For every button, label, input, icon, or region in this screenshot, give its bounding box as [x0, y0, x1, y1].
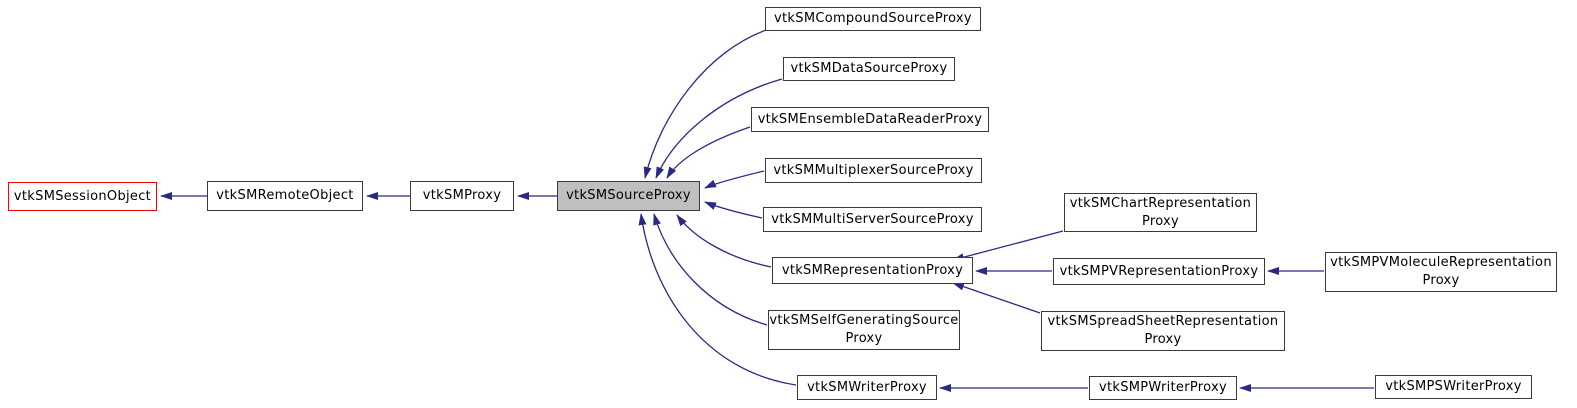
node-label-line2: Proxy [1144, 332, 1182, 347]
node-label: vtkSMPWriterProxy [1098, 380, 1227, 395]
edge-multiplexersourceproxy-to-sourceproxy [704, 170, 765, 189]
node-vtkSMProxy[interactable]: vtkSMProxy [410, 181, 514, 211]
node-vtkSMMultiServerSourceProxy[interactable]: vtkSMMultiServerSourceProxy [763, 207, 982, 232]
node-label-line1: vtkSMChartRepresentation [1069, 195, 1252, 211]
edge-writerproxy-to-sourceproxy [638, 213, 797, 386]
node-label-line1: vtkSMPVMoleculeRepresentation [1330, 255, 1552, 270]
node-label: vtkSMEnsembleDataReaderProxy [757, 111, 983, 127]
node-label: vtkSMWriterProxy [807, 379, 927, 395]
node-vtkSMEnsembleDataReaderProxy[interactable]: vtkSMEnsembleDataReaderProxy [751, 107, 989, 132]
node-label: vtkSMPSWriterProxy [1385, 379, 1522, 394]
node-label: vtkSMDataSourceProxy [790, 61, 948, 76]
node-label: vtkSMCompoundSourceProxy [774, 11, 972, 26]
node-vtkSMRemoteObject[interactable]: vtkSMRemoteObject [207, 181, 363, 211]
node-label-line1: vtkSMSelfGeneratingSource [769, 313, 959, 328]
node-label: vtkSMRemoteObject [216, 188, 354, 203]
node-label: vtkSMMultiServerSourceProxy [771, 211, 974, 227]
node-vtkSMMultiplexerSourceProxy[interactable]: vtkSMMultiplexerSourceProxy [765, 158, 982, 183]
node-vtkSMSelfGeneratingSourceProxy[interactable]: vtkSMSelfGeneratingSource Proxy [768, 310, 960, 350]
node-label: vtkSMMultiplexerSourceProxy [773, 162, 974, 178]
node-vtkSMPVRepresentationProxy[interactable]: vtkSMPVRepresentationProxy [1053, 258, 1265, 285]
node-label-line2: Proxy [1141, 213, 1180, 229]
node-vtkSMSourceProxy[interactable]: vtkSMSourceProxy [557, 181, 700, 211]
node-label: vtkSMSourceProxy [566, 188, 691, 203]
node-vtkSMChartRepresentationProxy[interactable]: vtkSMChartRepresentation Proxy [1064, 193, 1257, 232]
edge-chartrepresentationproxy-to-representationproxy [952, 230, 1064, 262]
node-label: vtkSMRepresentationProxy [781, 262, 964, 278]
edge-selfgeneratingsourceproxy-to-sourceproxy [653, 213, 768, 326]
node-vtkSMWriterProxy[interactable]: vtkSMWriterProxy [797, 375, 937, 400]
edge-compoundsourceproxy-to-sourceproxy [643, 29, 767, 179]
node-vtkSMRepresentationProxy[interactable]: vtkSMRepresentationProxy [772, 257, 973, 284]
node-vtkSMDataSourceProxy[interactable]: vtkSMDataSourceProxy [783, 57, 955, 81]
edge-multiserversourceproxy-to-sourceproxy [704, 201, 763, 219]
node-vtkSMCompoundSourceProxy[interactable]: vtkSMCompoundSourceProxy [765, 7, 981, 31]
node-label: vtkSMPVRepresentationProxy [1059, 263, 1259, 279]
node-label: vtkSMProxy [422, 188, 502, 203]
node-vtkSMPVMoleculeRepresentationProxy[interactable]: vtkSMPVMoleculeRepresentation Proxy [1325, 252, 1557, 292]
node-vtkSMPSWriterProxy[interactable]: vtkSMPSWriterProxy [1375, 375, 1532, 399]
node-vtkSMSpreadSheetRepresentationProxy[interactable]: vtkSMSpreadSheetRepresentation Proxy [1041, 311, 1285, 351]
node-label: vtkSMSessionObject [13, 188, 152, 204]
node-label-line1: vtkSMSpreadSheetRepresentation [1047, 314, 1279, 329]
node-vtkSMPWriterProxy[interactable]: vtkSMPWriterProxy [1089, 376, 1237, 400]
edge-representationproxy-to-sourceproxy [676, 214, 772, 268]
edge-ensembledatareaderproxy-to-sourceproxy [666, 126, 751, 179]
node-vtkSMSessionObject[interactable]: vtkSMSessionObject [8, 182, 157, 211]
node-label-line2: Proxy [845, 331, 883, 346]
edge-spreadsheetrepresentationproxy-to-representationproxy [952, 282, 1041, 314]
node-label-line2: Proxy [1422, 273, 1460, 288]
